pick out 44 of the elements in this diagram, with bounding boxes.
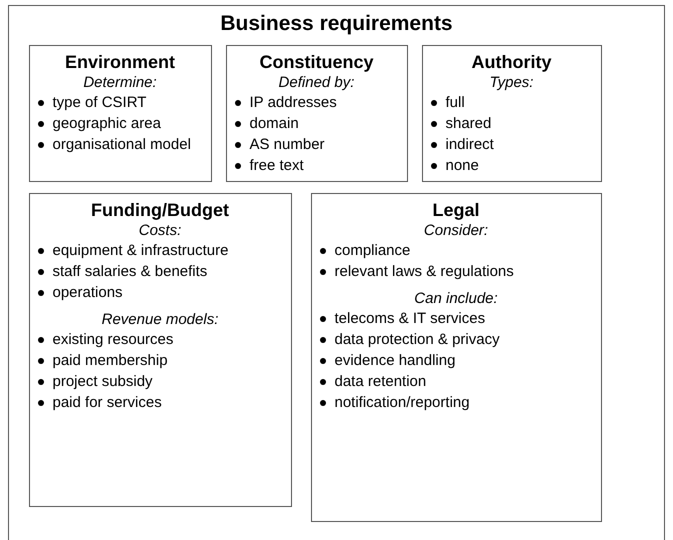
- list-item: geographic area: [52, 114, 161, 132]
- requirement-card: [28, 44, 212, 182]
- list-item: equipment & infrastructure: [52, 242, 228, 260]
- section-label: Costs:: [138, 222, 182, 238]
- list-item: paid membership: [52, 352, 168, 370]
- list-item: free text: [250, 156, 304, 174]
- list-item: evidence handling: [334, 352, 456, 370]
- section-label: Consider:: [422, 222, 490, 238]
- card-heading: Authority: [470, 52, 552, 72]
- list-item: IP addresses: [250, 94, 337, 112]
- list-item: paid for services: [52, 394, 162, 412]
- list-item: shared: [446, 114, 492, 132]
- section-label: Can include:: [413, 290, 499, 306]
- list-item: operations: [52, 284, 123, 302]
- list-item: AS number: [250, 136, 325, 154]
- card-heading: Legal: [431, 200, 480, 220]
- list-item: domain: [250, 114, 299, 132]
- list-item: relevant laws & regulations: [334, 262, 514, 280]
- list-item: type of CSIRT: [52, 94, 146, 112]
- frame-heading: Business requirements: [219, 12, 454, 36]
- list-item: organisational model: [52, 136, 191, 154]
- section-label: Defined by:: [278, 74, 356, 90]
- section-label: Determine:: [82, 74, 158, 90]
- list-item: telecoms & IT services: [334, 310, 486, 328]
- list-item: staff salaries & benefits: [52, 262, 208, 280]
- requirement-card: [28, 192, 292, 506]
- list-item: compliance: [334, 242, 410, 260]
- card-heading: Constituency: [258, 52, 374, 72]
- card-heading: Environment: [64, 52, 176, 72]
- requirement-card: [226, 44, 408, 182]
- section-label: Types:: [488, 74, 534, 90]
- requirement-card: [310, 192, 602, 522]
- list-item: notification/reporting: [334, 394, 470, 412]
- list-item: existing resources: [52, 330, 174, 348]
- list-item: none: [446, 156, 479, 174]
- list-item: data protection & privacy: [334, 330, 500, 348]
- list-item: full: [446, 94, 465, 112]
- list-item: project subsidy: [52, 372, 153, 390]
- card-heading: Funding/Budget: [90, 200, 230, 220]
- section-label: Revenue models:: [100, 310, 220, 328]
- requirement-card: [422, 44, 602, 182]
- outer-frame: [8, 5, 665, 540]
- list-item: indirect: [446, 136, 494, 154]
- list-item: data retention: [334, 372, 426, 390]
